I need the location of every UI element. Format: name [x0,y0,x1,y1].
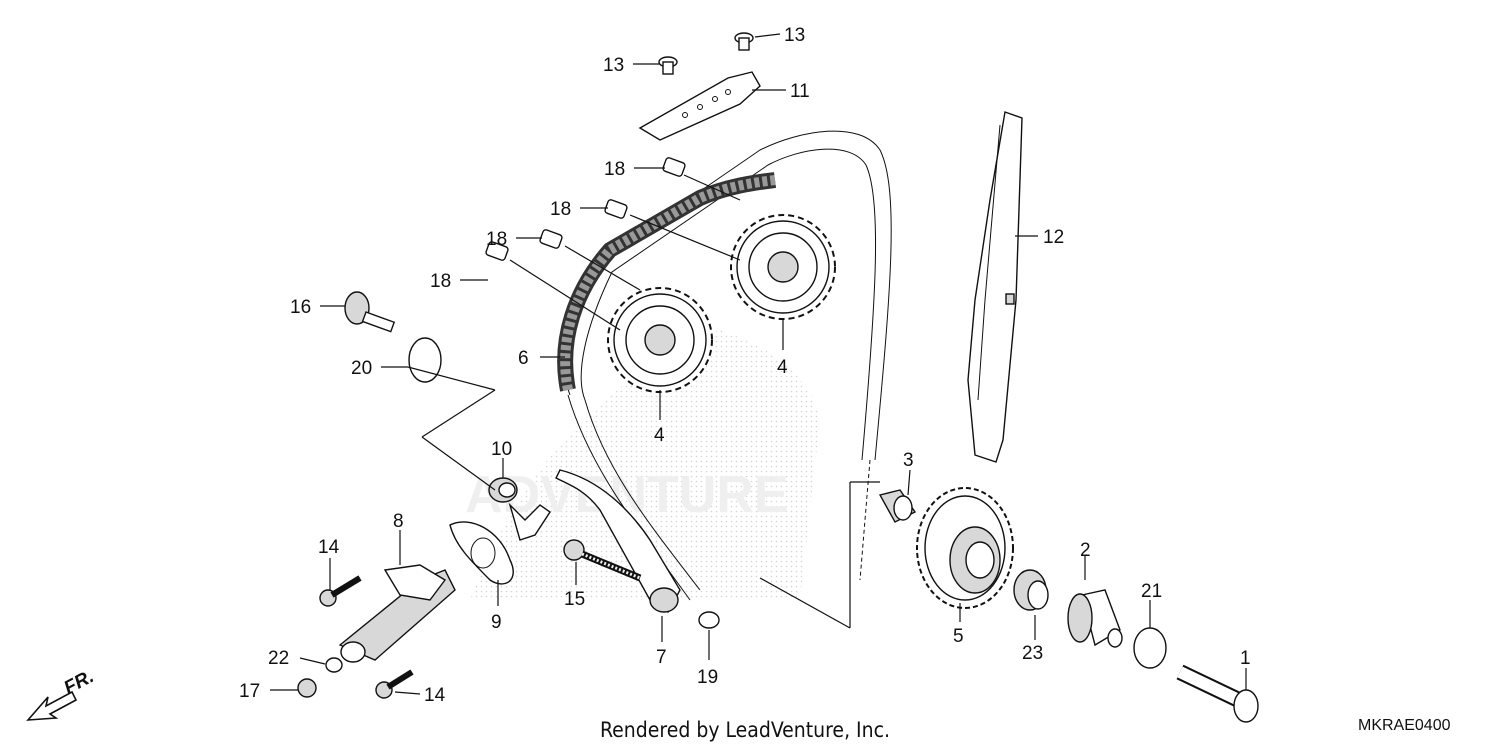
callout-18: 18 [486,229,507,250]
callout-13: 13 [603,55,624,76]
part-18-bolts [485,157,686,261]
front-direction-arrow-icon [26,690,78,721]
callout-labels: 13 13 11 18 18 18 18 12 16 20 6 4 4 10 3… [239,25,1251,706]
callout-18: 18 [604,159,625,180]
part-22-washer [325,657,343,673]
part-21-washer [1133,627,1167,669]
callout-7: 7 [656,647,667,668]
part-8-tensioner-lifter [338,564,456,663]
part-4-sprocket-lower [607,287,713,393]
callout-18: 18 [550,199,571,220]
part-5-idle-gear [916,487,1014,609]
part-13-bolt-upper [734,32,754,51]
part-15-bolt [563,539,642,582]
callout-22: 22 [268,648,289,669]
callout-10: 10 [491,439,512,460]
callout-19: 19 [697,667,718,688]
callout-23: 23 [1022,643,1043,664]
part-4-sprocket-upper [730,214,836,320]
callout-20: 20 [351,358,372,379]
callout-21: 21 [1141,581,1162,602]
part-2-idle-shaft [1067,589,1123,648]
callout-6: 6 [518,348,529,369]
callout-14: 14 [318,537,340,558]
callout-9: 9 [491,612,502,633]
callout-4: 4 [777,357,788,378]
part-3-collar [878,489,917,523]
part-23-needle-bearing [1013,569,1049,611]
leader-lines [270,33,1247,695]
callout-13: 13 [784,25,805,46]
part-19-washer [698,611,720,629]
callout-16: 16 [290,297,311,318]
callout-4: 4 [654,425,665,446]
diagram-code: MKRAE0400 [1358,717,1451,734]
part-10-tensioner-slider-end [488,477,551,541]
callout-17: 17 [239,681,260,702]
part-12-chain-guide [967,111,1023,463]
part-1-bolt [1176,664,1259,723]
callout-18: 18 [430,271,451,292]
callout-5: 5 [953,626,964,647]
part-16-sealing-bolt [344,291,396,333]
callout-15: 15 [564,589,585,610]
part-14-bolt-lower [375,669,414,699]
callout-14: 14 [424,685,446,706]
callout-1: 1 [1240,648,1251,669]
part-20-o-ring [408,337,442,383]
part-17-bolt [297,678,317,698]
callout-8: 8 [393,511,404,532]
callout-3: 3 [903,450,914,471]
callout-12: 12 [1043,227,1064,248]
part-9-gasket [449,521,514,585]
callout-2: 2 [1080,540,1091,561]
part-13-bolt-lower [658,56,678,75]
callout-11: 11 [790,81,810,102]
footer-credit: Rendered by LeadVenture, Inc. [600,718,890,742]
part-11-plate [638,71,761,141]
part-7-tensioner-arm [555,469,681,614]
part-6-cam-chain [557,172,777,392]
part-14-bolt-upper [319,575,362,607]
